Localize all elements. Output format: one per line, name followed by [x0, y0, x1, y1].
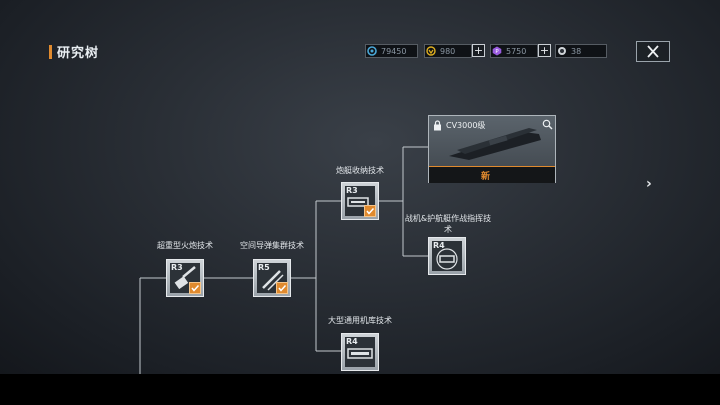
credit-coin-icon — [367, 46, 377, 56]
ship-unlock-card[interactable]: CV3000级 新 — [428, 115, 556, 183]
research-node-gunboat-storage[interactable]: R3 — [341, 182, 379, 220]
node-label: 战机&护航艇作战指挥技术 — [404, 214, 492, 234]
ship-preview-image — [429, 116, 555, 166]
resource-value: 5750 — [506, 47, 527, 56]
research-node-large-hangar[interactable]: R4 — [341, 333, 379, 371]
svg-text:P: P — [495, 49, 499, 55]
node-label: 炮艇收纳技术 — [336, 166, 384, 175]
resource-credits: 79450 — [365, 44, 418, 58]
tree-connectors — [139, 146, 428, 374]
rank-label: R3 — [346, 186, 358, 195]
missile-icon — [262, 270, 284, 291]
add-crystal-button[interactable]: + — [538, 44, 551, 57]
ship-illustration — [449, 128, 541, 160]
blueprint-token-icon — [558, 47, 566, 55]
next-page-arrow-icon[interactable]: › — [646, 176, 652, 192]
purple-crystal-icon: P — [492, 46, 502, 56]
hangar-icon — [347, 348, 373, 359]
add-gold-button[interactable]: + — [472, 44, 485, 57]
resource-crystal: P 5750 — [490, 44, 538, 58]
research-node-missile-cluster[interactable]: R5 — [253, 259, 291, 297]
resource-token: 38 — [555, 44, 607, 58]
research-tree-screen: 研究树 79450 980 + P 5750 + 38 — [0, 0, 720, 374]
close-icon — [647, 45, 659, 58]
resource-value: 980 — [440, 47, 456, 56]
node-label: 大型通用机库技术 — [328, 316, 392, 325]
resource-value: 38 — [571, 47, 582, 56]
completed-check-icon — [364, 205, 376, 217]
page-title: 研究树 — [57, 46, 100, 61]
rank-label: R5 — [258, 263, 270, 272]
completed-check-icon — [189, 282, 201, 294]
research-node-fighter-command[interactable]: R4 — [428, 237, 466, 275]
rank-label: R3 — [171, 263, 183, 272]
rank-label: R4 — [346, 337, 358, 346]
close-button[interactable] — [636, 41, 670, 62]
node-label: 超重型火炮技术 — [157, 241, 213, 250]
bottom-letterbox — [0, 374, 720, 405]
command-icon — [436, 248, 458, 270]
resource-gold: 980 — [424, 44, 472, 58]
card-footer: 新 — [429, 166, 555, 183]
node-label: 空间导弹集群技术 — [240, 241, 304, 250]
lock-icon — [434, 120, 441, 131]
research-node-heavy-artillery[interactable]: R3 — [166, 259, 204, 297]
title-accent-bar — [49, 45, 52, 59]
magnify-icon[interactable] — [542, 119, 553, 130]
artillery-icon — [174, 266, 196, 290]
new-badge: 新 — [481, 172, 491, 182]
completed-check-icon — [276, 282, 288, 294]
hangar-icon — [347, 197, 369, 207]
gold-coin-icon — [426, 46, 436, 56]
ship-name: CV3000级 — [446, 121, 486, 130]
rank-label: R4 — [433, 241, 445, 250]
resource-value: 79450 — [381, 47, 407, 56]
